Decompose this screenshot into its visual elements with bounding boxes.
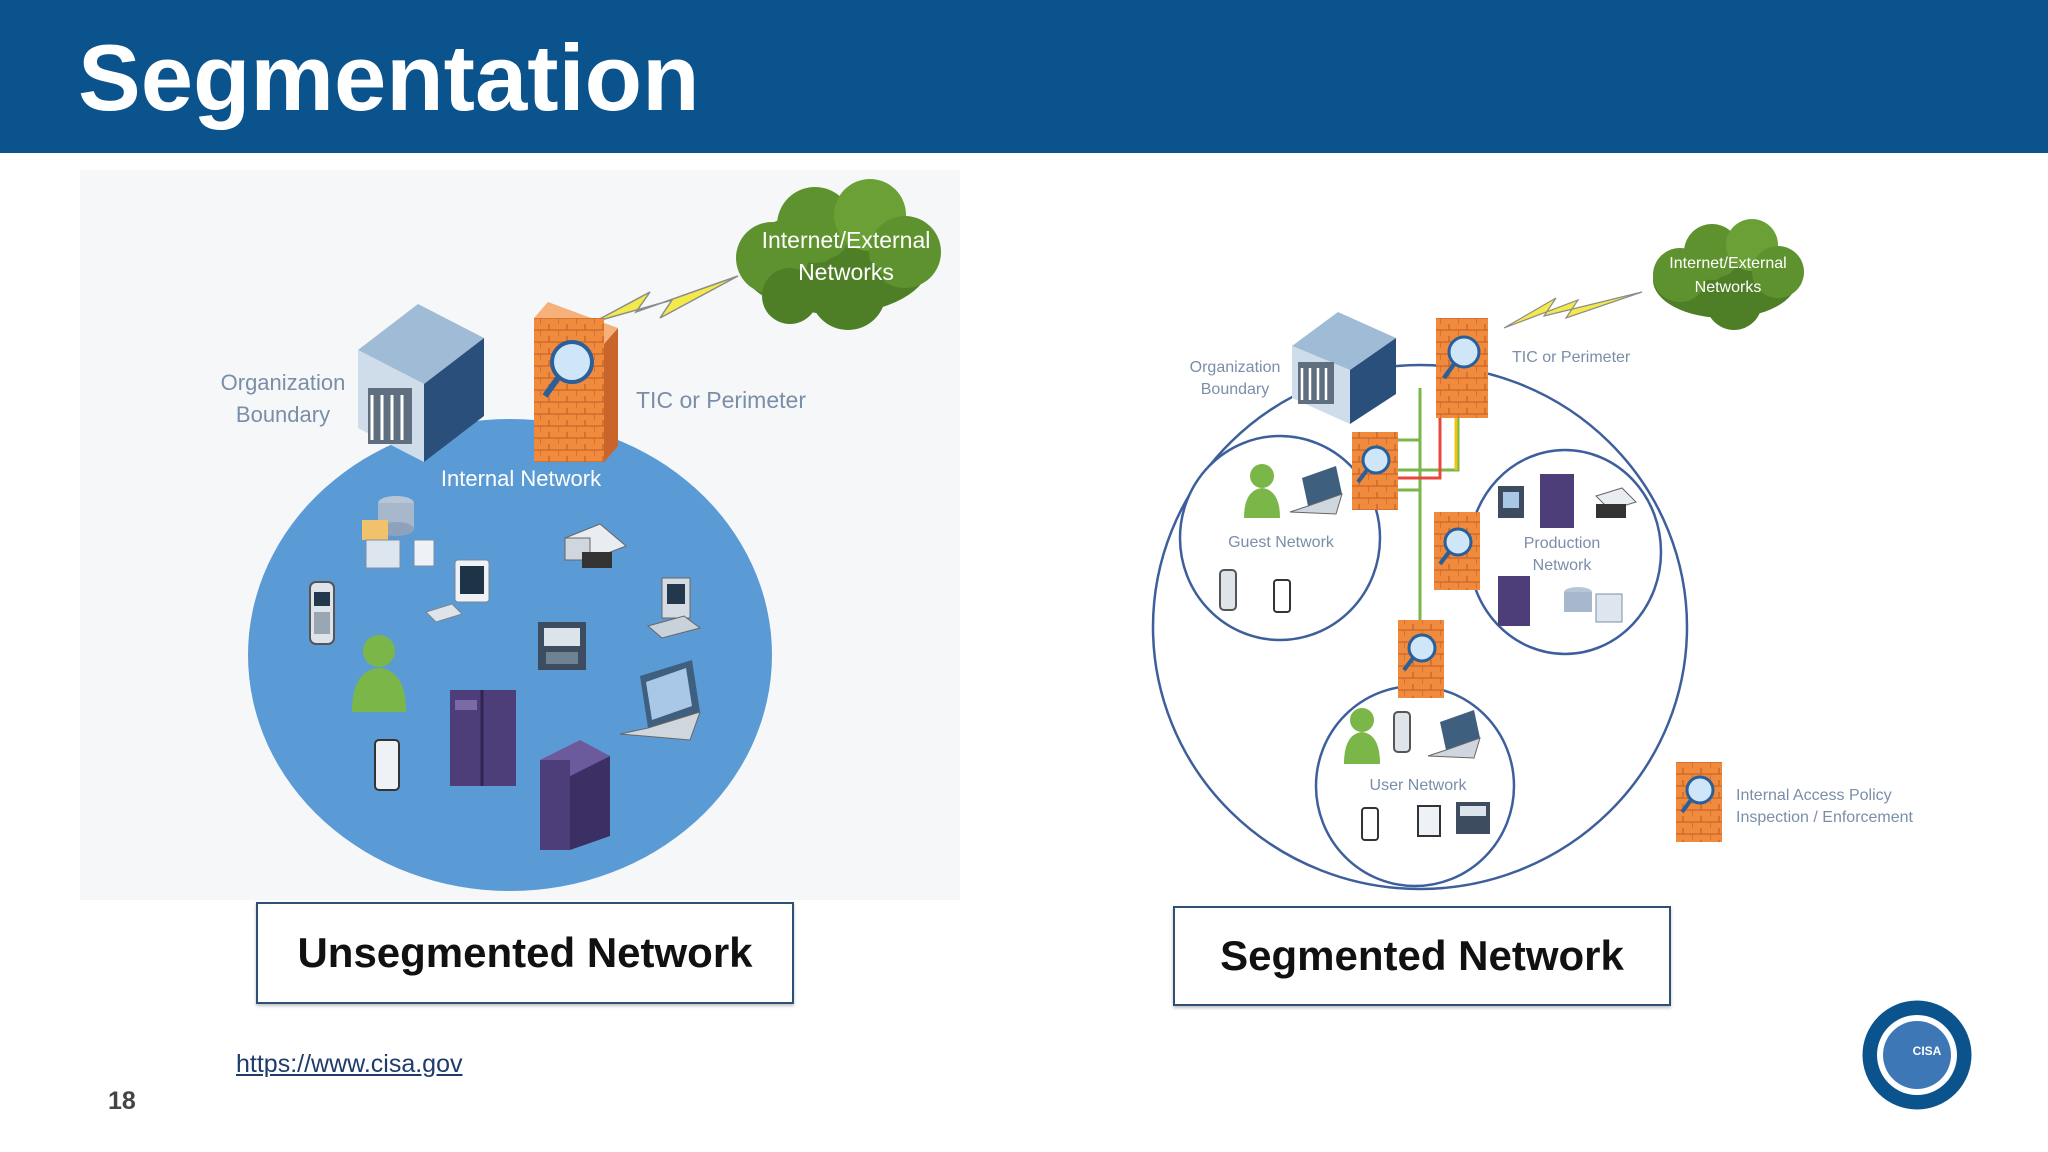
- firewall-icon-user: [1398, 620, 1444, 698]
- cloud-label-right-2: Networks: [1695, 279, 1762, 296]
- user-network-tablet-icon: [1361, 807, 1379, 841]
- guest-user-icon: [1244, 464, 1280, 518]
- org-boundary-label-2: Boundary: [236, 402, 330, 427]
- user-network-fax-icon: [1456, 802, 1490, 834]
- org-boundary-label-right-2: Boundary: [1201, 381, 1270, 398]
- rack-server-icon: [450, 690, 516, 786]
- user-network-laptop-icon: [1427, 710, 1481, 759]
- cloud-label-1: Internet/External: [762, 227, 931, 253]
- guest-phone-icon: [1219, 569, 1237, 611]
- legend-firewall-icon: [1676, 762, 1722, 842]
- desktop-tower-icon: [646, 577, 702, 639]
- production-computer-icon: [1498, 486, 1524, 518]
- org-boundary-label-1: Organization: [221, 370, 346, 395]
- production-rack-icon: [1498, 576, 1530, 626]
- server-tower-icon: [540, 740, 610, 850]
- slide-title: Segmentation: [78, 25, 700, 130]
- user-network-label: User Network: [1370, 777, 1468, 794]
- internal-network-label: Internal Network: [441, 466, 602, 491]
- production-server-icon: [1540, 474, 1574, 528]
- cloud-label-right-1: Internet/External: [1669, 255, 1786, 272]
- production-database-icon: [1564, 587, 1623, 623]
- tablet-icon: [374, 739, 400, 791]
- legend-label-1: Internal Access Policy: [1736, 787, 1892, 804]
- tic-perimeter-label-right: TIC or Perimeter: [1512, 349, 1631, 366]
- printer-icon: [564, 523, 627, 568]
- firewall-icon: [534, 302, 618, 462]
- internet-cloud-icon-right: [1653, 219, 1804, 330]
- title-bar: Segmentation: [0, 0, 2048, 153]
- guest-laptop-icon: [1289, 466, 1343, 515]
- firewall-icon-perimeter: [1436, 318, 1488, 418]
- database-icon: [362, 496, 435, 569]
- firewall-icon-production: [1434, 512, 1480, 590]
- production-network-label-1: Production: [1524, 535, 1601, 552]
- building-icon-right: [1292, 312, 1396, 424]
- mobile-phone-icon: [309, 581, 335, 645]
- user-network-computer-icon: [1417, 805, 1441, 837]
- org-boundary-label-right-1: Organization: [1190, 359, 1281, 376]
- user-icon: [352, 635, 406, 712]
- fax-machine-icon: [538, 622, 586, 670]
- svg-text:CISA: CISA: [1913, 1044, 1942, 1058]
- page-number: 18: [108, 1087, 136, 1115]
- cisa-website-link[interactable]: https://www.cisa.gov: [236, 1050, 463, 1078]
- guest-network-label: Guest Network: [1228, 534, 1335, 551]
- internet-cloud-icon: [736, 179, 941, 330]
- segmented-network-caption: Segmented Network: [1173, 906, 1671, 1006]
- computer-icon: [425, 559, 490, 623]
- unsegmented-network-caption: Unsegmented Network: [256, 902, 794, 1004]
- user-network-user-icon: [1344, 708, 1380, 764]
- production-printer-icon: [1595, 487, 1637, 518]
- firewall-icon-guest: [1352, 432, 1398, 510]
- cloud-label-2: Networks: [798, 259, 894, 285]
- cisa-seal-logo: CISA: [1859, 997, 1975, 1113]
- lightning-icon: [593, 275, 739, 323]
- organization-boundary-circle: [1151, 363, 1689, 891]
- lightning-icon-right: [1503, 291, 1643, 329]
- tic-perimeter-label: TIC or Perimeter: [636, 387, 806, 413]
- laptop-icon: [619, 660, 701, 741]
- production-network-label-2: Network: [1533, 557, 1593, 574]
- building-icon: [358, 304, 484, 462]
- user-network-phone-icon: [1393, 711, 1411, 753]
- legend-label-2: Inspection / Enforcement: [1736, 809, 1914, 826]
- guest-tablet-icon: [1273, 579, 1291, 613]
